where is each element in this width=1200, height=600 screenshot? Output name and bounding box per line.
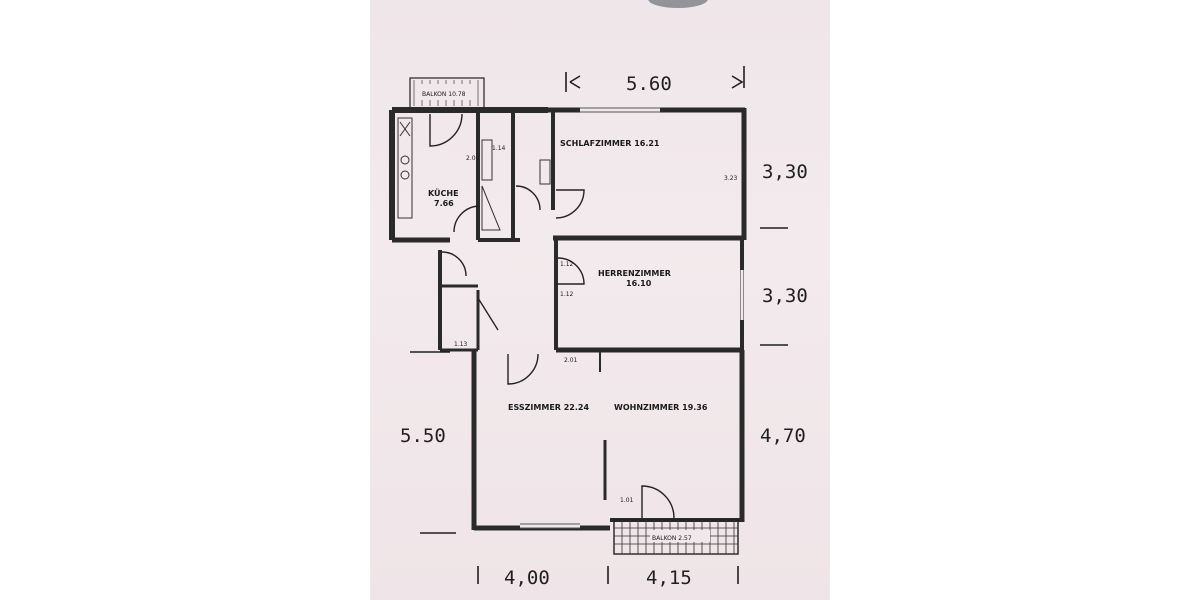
kitchen-area: 7.66 bbox=[434, 199, 454, 208]
dim-right-upper: 3,30 bbox=[762, 161, 808, 183]
dim-bottom-right: 4,15 bbox=[646, 567, 692, 589]
dim-mark: 3.23 bbox=[724, 175, 738, 182]
dim-mark: 1.12 bbox=[560, 261, 574, 268]
study-area: 16.10 bbox=[626, 279, 652, 288]
shadow bbox=[648, 0, 708, 8]
balcony-bottom bbox=[613, 519, 739, 555]
dim-mark: 1.13 bbox=[454, 341, 468, 348]
floor-plan-photo: BALKON 10.78 bbox=[370, 0, 830, 600]
windows bbox=[520, 107, 744, 529]
floor-plan: BALKON 10.78 bbox=[389, 66, 808, 589]
kitchen-label: KÜCHE bbox=[428, 188, 459, 198]
walls bbox=[389, 107, 747, 531]
dim-mark: 2.01 bbox=[564, 357, 578, 364]
dining-label: ESSZIMMER 22.24 bbox=[508, 403, 589, 412]
balcony-top-label: BALKON 10.78 bbox=[422, 91, 466, 98]
balcony-top bbox=[409, 77, 485, 109]
kitchen-fixtures bbox=[397, 117, 551, 231]
dim-bottom-left: 4,00 bbox=[504, 567, 550, 589]
dim-mark: 1.12 bbox=[560, 291, 574, 298]
dim-right-middle: 3,30 bbox=[762, 285, 808, 307]
balcony-bottom-label: BALKON 2.57 bbox=[652, 535, 692, 542]
dim-left-lower: 5.50 bbox=[400, 425, 446, 447]
dim-top-width: 5.60 bbox=[626, 73, 672, 95]
dim-mark: 1.01 bbox=[620, 497, 634, 504]
dim-mark: 2.00 bbox=[466, 155, 480, 162]
bedroom-label: SCHLAFZIMMER 16.21 bbox=[560, 139, 660, 148]
study-label: HERRENZIMMER bbox=[598, 269, 671, 278]
doors bbox=[429, 113, 675, 519]
dim-mark: 1.14 bbox=[492, 145, 506, 152]
dim-right-lower: 4,70 bbox=[760, 425, 806, 447]
living-label: WOHNZIMMER 19.36 bbox=[614, 403, 708, 412]
handwritten-dimensions bbox=[410, 66, 788, 584]
